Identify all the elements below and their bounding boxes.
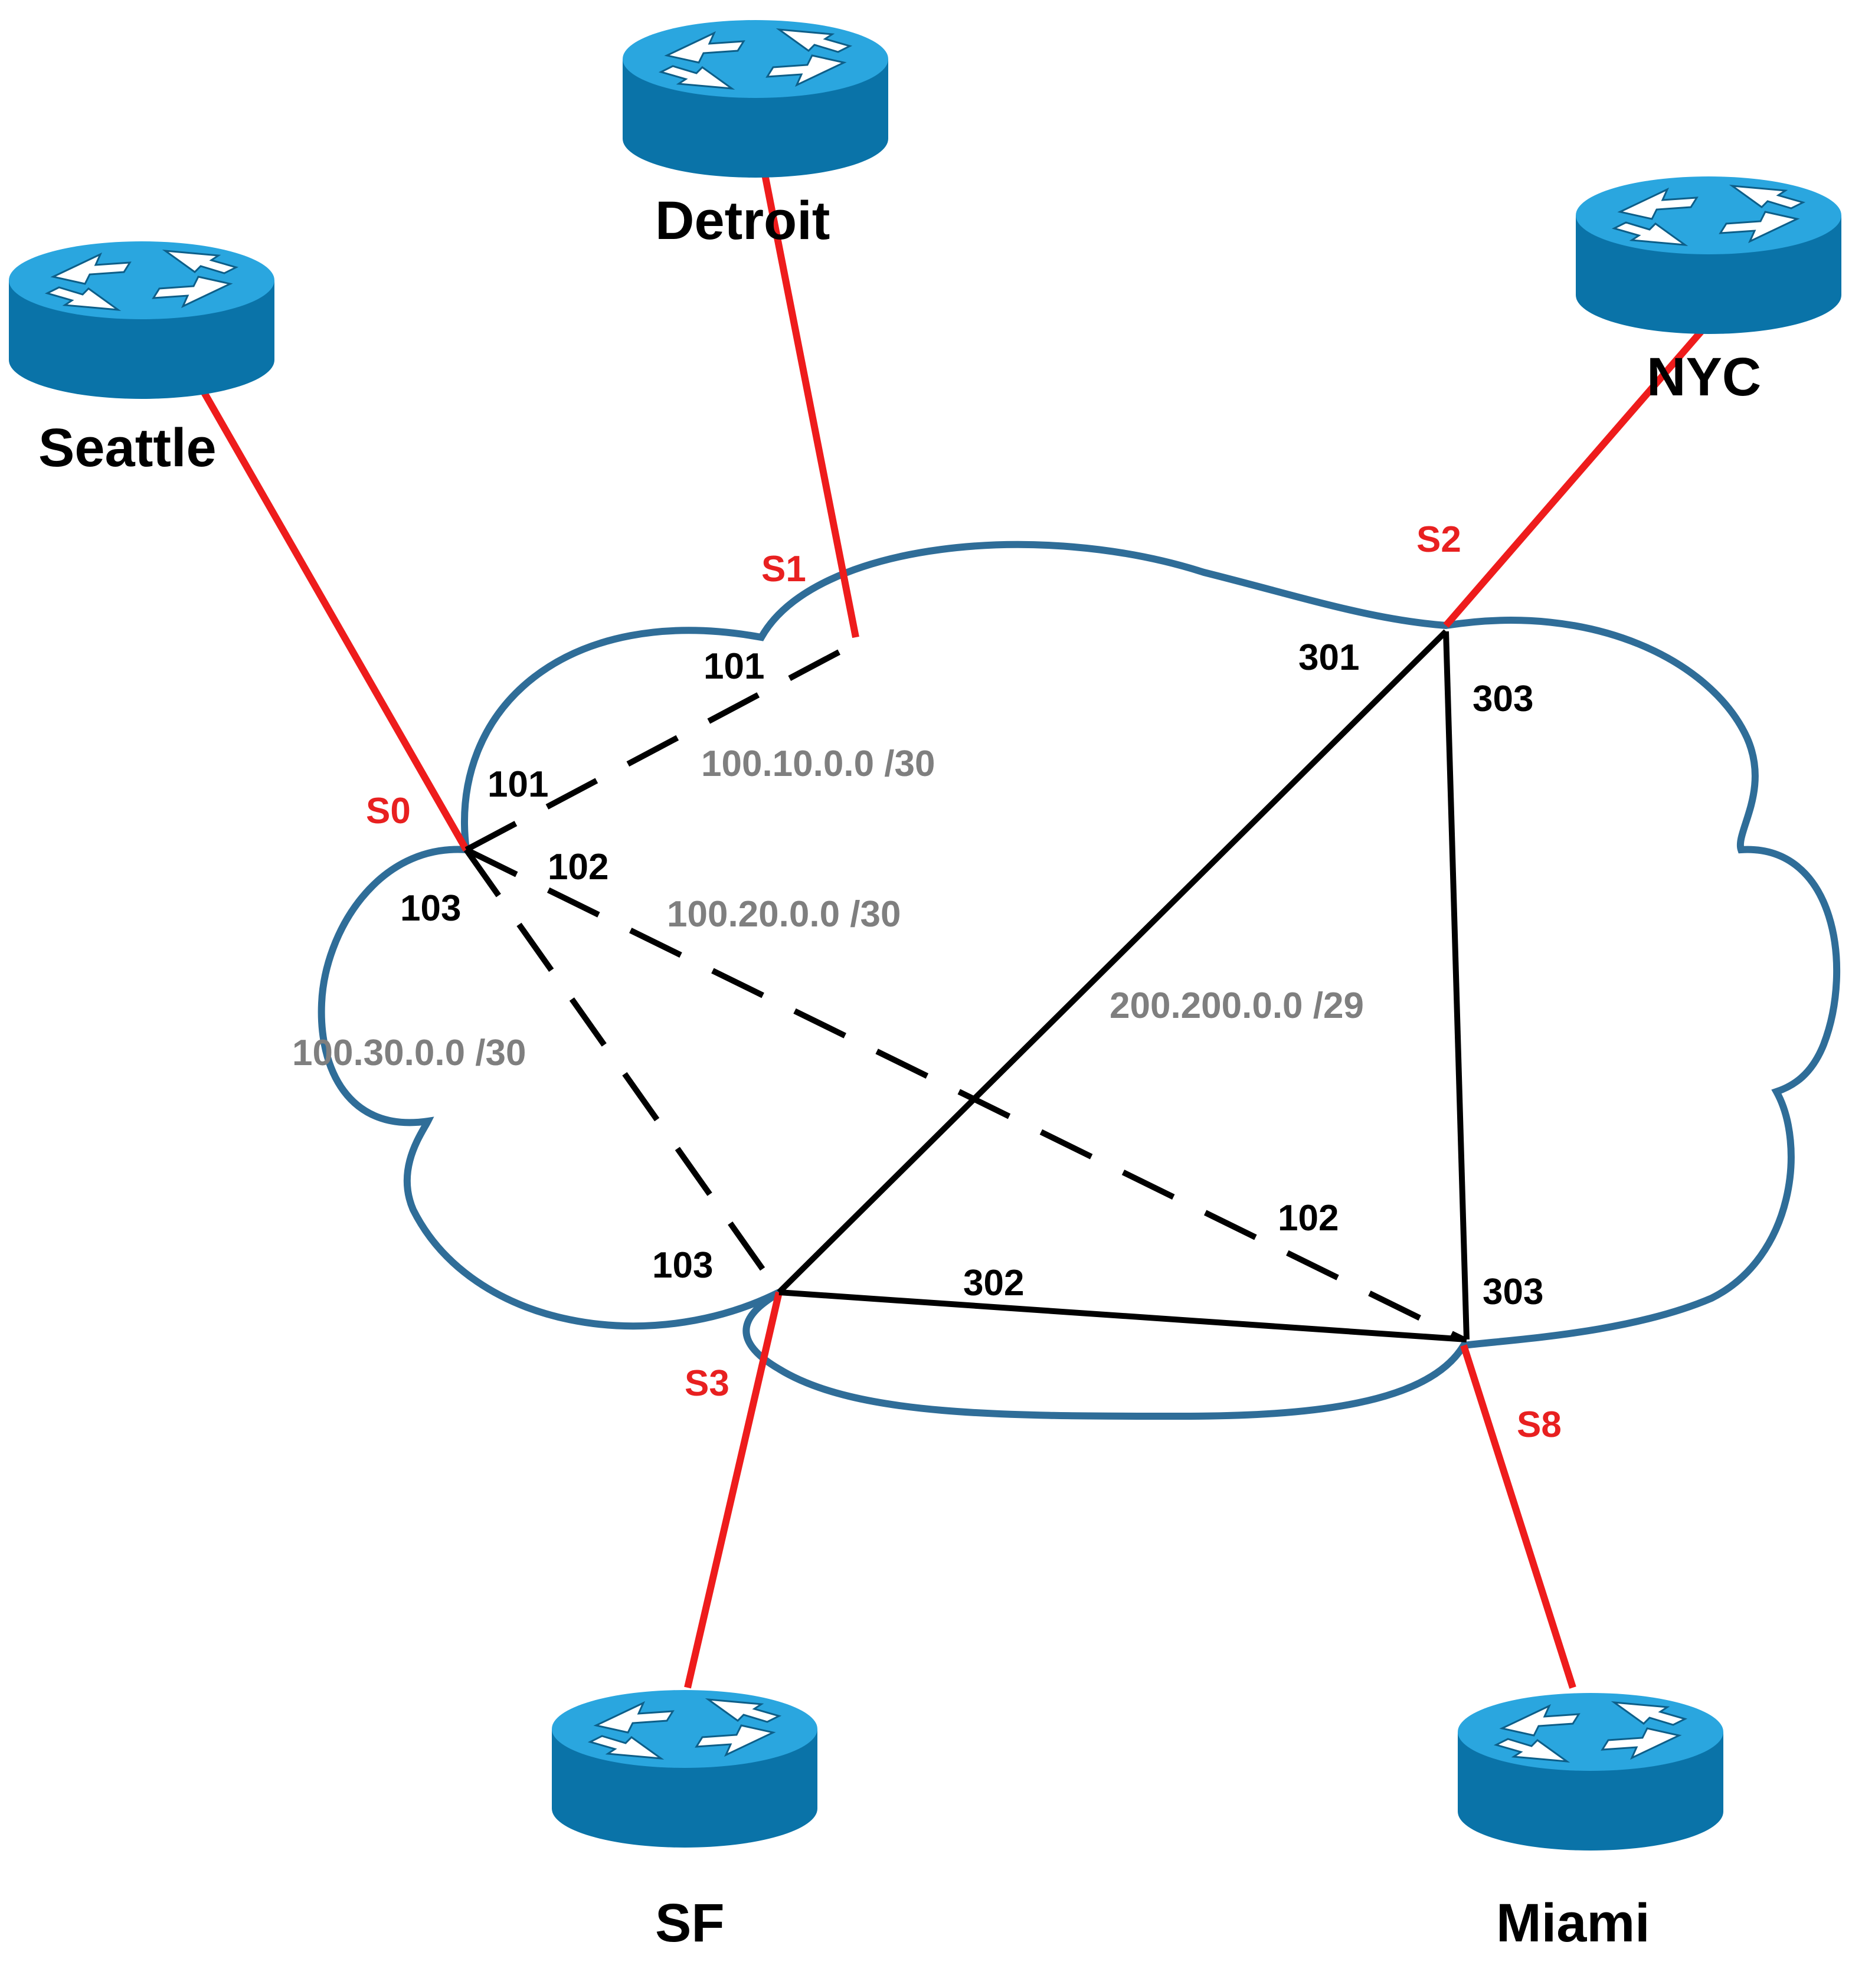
- interface-label-s1: S1: [761, 549, 806, 589]
- dlci-label: 303: [1473, 679, 1533, 719]
- dlci-label: 302: [963, 1263, 1024, 1304]
- router-icon: [8, 240, 276, 400]
- dlci-label: 103: [400, 888, 461, 929]
- pvc-nyc-sf: [777, 629, 1448, 1295]
- router-name-nyc: NYC: [1647, 347, 1761, 407]
- router-name-detroit: Detroit: [655, 191, 830, 251]
- interface-label-s0: S0: [366, 791, 411, 831]
- router-miami[interactable]: [1457, 1692, 1725, 1852]
- subnet-label-seattle-sf: 100.30.0.0 /30: [292, 1033, 526, 1073]
- access-link-seattle: [185, 364, 470, 851]
- dlci-label: 102: [1278, 1198, 1339, 1239]
- subnet-label-seattle-detroit: 100.10.0.0 /30: [701, 744, 935, 784]
- pvc-sf-miami: [778, 1289, 1467, 1342]
- access-link-sf: [684, 1291, 783, 1689]
- router-icon: [621, 19, 889, 179]
- interface-label-s8: S8: [1517, 1404, 1562, 1445]
- router-name-seattle: Seattle: [38, 418, 217, 478]
- router-name-miami: Miami: [1496, 1893, 1650, 1953]
- pvc-nyc-miami: [1443, 631, 1470, 1340]
- dlci-label: 101: [704, 646, 764, 687]
- router-icon: [551, 1689, 819, 1849]
- router-icon: [1457, 1692, 1725, 1852]
- interface-label-s3: S3: [685, 1363, 729, 1404]
- frame-relay-cloud: [318, 541, 1841, 1420]
- router-seattle[interactable]: [8, 240, 276, 400]
- router-name-sf: SF: [655, 1893, 725, 1953]
- dlci-label: 101: [487, 764, 548, 805]
- access-link-miami: [1460, 1344, 1576, 1689]
- router-sf[interactable]: [551, 1689, 819, 1849]
- subnet-label-seattle-miami: 100.20.0.0 /30: [667, 894, 901, 935]
- interface-label-s2: S2: [1416, 519, 1461, 560]
- router-nyc[interactable]: [1575, 175, 1843, 335]
- router-icon: [1575, 175, 1843, 335]
- dlci-label: 103: [652, 1245, 713, 1286]
- pvc-seattle-miami: [464, 847, 1465, 1342]
- dlci-label: 303: [1483, 1272, 1543, 1312]
- dlci-label: 102: [548, 847, 608, 887]
- access-link-detroit: [758, 155, 859, 638]
- pvc-seattle-detroit: [464, 640, 858, 853]
- router-detroit[interactable]: [621, 19, 889, 179]
- subnet-label-multipoint: 200.200.0.0 /29: [1110, 985, 1364, 1026]
- dlci-label: 301: [1298, 637, 1359, 678]
- access-link-nyc: [1443, 310, 1720, 628]
